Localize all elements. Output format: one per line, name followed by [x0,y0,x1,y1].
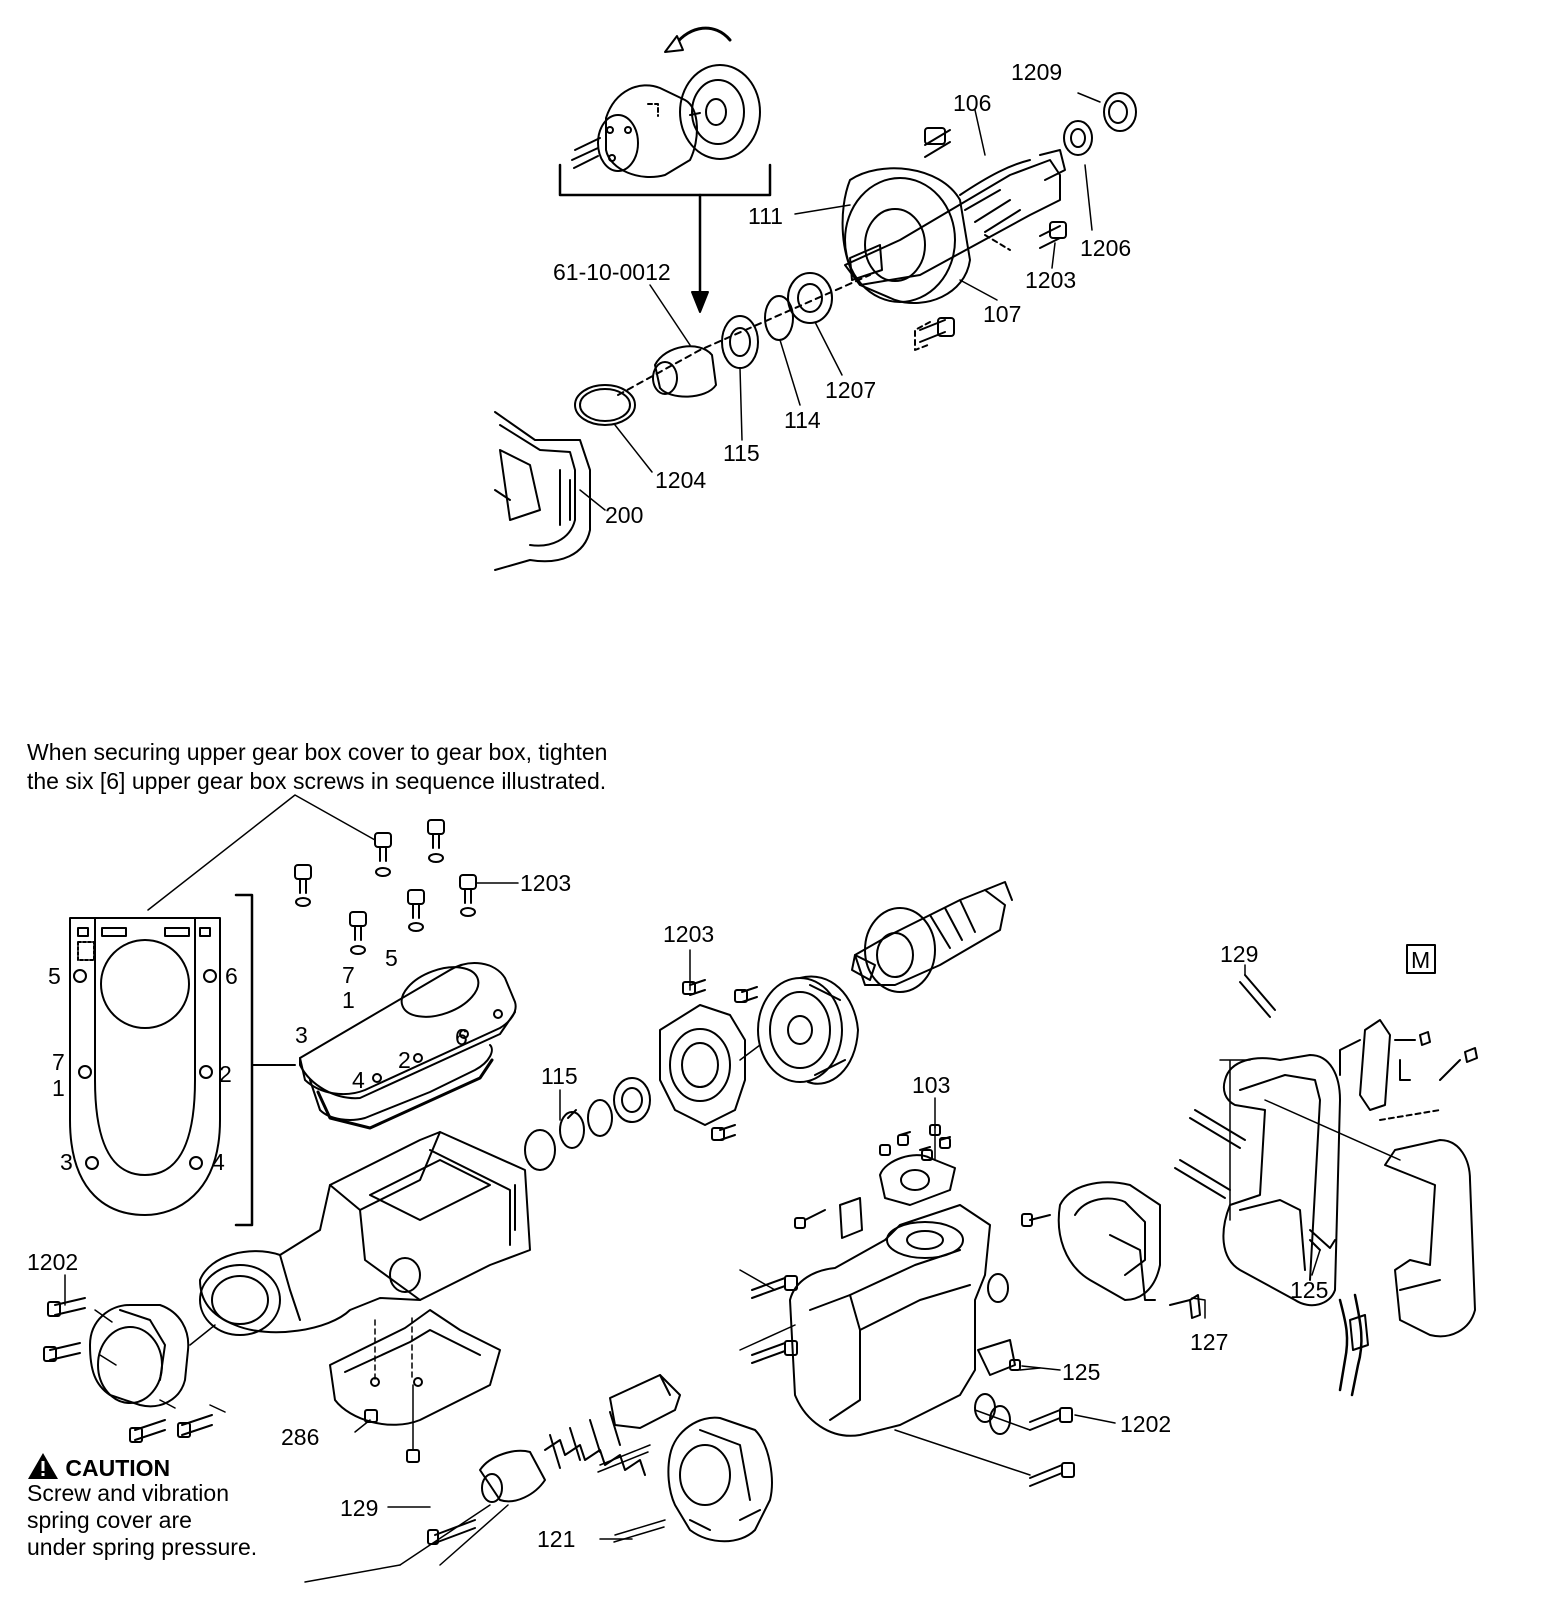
caution-line-3: under spring pressure. [27,1534,258,1560]
top-part-numbers: 1209 106 111 1206 1203 107 61-10-0012 12… [553,59,1131,528]
part-label-129-handle: 129 [1220,941,1258,967]
right-screws [739,1269,1075,1487]
lower-gear-cover [329,1309,501,1463]
end-cap [1021,1181,1201,1319]
bearing-rings [524,1077,651,1171]
seq-7-flat: 7 [52,1049,65,1075]
top-leader-lines [579,92,1101,511]
caution-heading: CAUTION [27,1452,170,1483]
caution-title: CAUTION [65,1455,171,1481]
bottom-leader-lines [64,882,1321,1583]
seq-6-flat: 6 [225,963,238,989]
part-label-1203-top: 1203 [1025,267,1076,293]
seq-3-3d: 3 [295,1022,308,1048]
part-label-129-spring: 129 [340,1495,378,1521]
caution-text: Screw and vibration spring cover are und… [27,1480,327,1561]
caution-line-2: spring cover are [27,1507,192,1533]
seq-2-flat: 2 [219,1061,232,1087]
cover-sequence-numbers: 5 6 7 1 2 3 4 [48,963,238,1175]
bearing-plate [659,979,761,1141]
seq-5-3d: 5 [385,945,398,971]
inset-clutch-detail [558,26,772,313]
part-label-1202-right: 1202 [1120,1411,1171,1437]
part-label-1206: 1206 [1080,235,1131,261]
part-label-286: 286 [281,1424,319,1450]
armature-and-fan-housing [841,127,1067,351]
part-label-1207: 1207 [825,377,876,403]
seq-5-flat: 5 [48,963,61,989]
part-label-1209: 1209 [1011,59,1062,85]
part-label-1204: 1204 [655,467,706,493]
part-label-107: 107 [983,301,1021,327]
seq-4-3d: 4 [352,1067,365,1093]
assembly-note: When securing upper gear box cover to ge… [27,738,727,796]
part-label-61-10-0012: 61-10-0012 [553,259,671,285]
part-label-1203-screws: 1203 [520,870,571,896]
part-label-125-housing: 125 [1062,1359,1100,1385]
note-leader [147,794,376,911]
part-label-115-top: 115 [723,440,760,466]
part-label-111: 111 [748,203,783,229]
part-label-115-bottom: 115 [541,1063,578,1089]
handle-assembly [1174,974,1478,1397]
seq-1-3d: 1 [342,987,355,1013]
cover-3d-sequence-numbers: 7 1 5 3 6 4 2 [295,945,468,1093]
service-mark: M [1406,944,1436,974]
part-label-103: 103 [912,1072,950,1098]
part-label-114: 114 [784,407,821,433]
warning-triangle-icon [28,1453,58,1479]
upper-gear-box-cover [299,962,517,1130]
assembly-note-line-1: When securing upper gear box cover to ge… [27,739,608,765]
gear-box-fragment [494,411,591,571]
cover-sequence-detail [69,893,296,1227]
fan [757,975,859,1085]
cover-screws [294,819,477,955]
seq-3-flat: 3 [60,1149,73,1175]
seq-2-3d: 2 [398,1047,411,1073]
field-stator [597,1416,773,1543]
part-label-125-handle: 125 [1290,1277,1328,1303]
service-mark-label: M [1411,947,1430,973]
gear-box-housing [199,1131,531,1336]
armature-bottom [851,881,1013,993]
part-label-121: 121 [537,1526,575,1552]
bottom-part-numbers: 1203 1203 115 103 129 1202 286 125 127 1… [27,870,1328,1552]
assembly-note-line-2: the six [6] upper gear box screws in seq… [27,768,607,794]
part-label-106: 106 [953,90,991,116]
part-label-200: 200 [605,502,643,528]
seq-1-flat: 1 [52,1075,65,1101]
seq-6-3d: 6 [455,1024,468,1050]
vibration-spring [427,1374,681,1545]
part-label-127: 127 [1190,1329,1228,1355]
part-label-1202-left: 1202 [27,1249,78,1275]
seq-7-3d: 7 [342,962,355,988]
top-axis-parts [574,92,1137,426]
part-label-1203-plate: 1203 [663,921,714,947]
caution-line-1: Screw and vibration [27,1480,229,1506]
front-collar [43,1297,226,1443]
motor-housing [789,1124,1041,1437]
seq-4-flat: 4 [212,1149,225,1175]
